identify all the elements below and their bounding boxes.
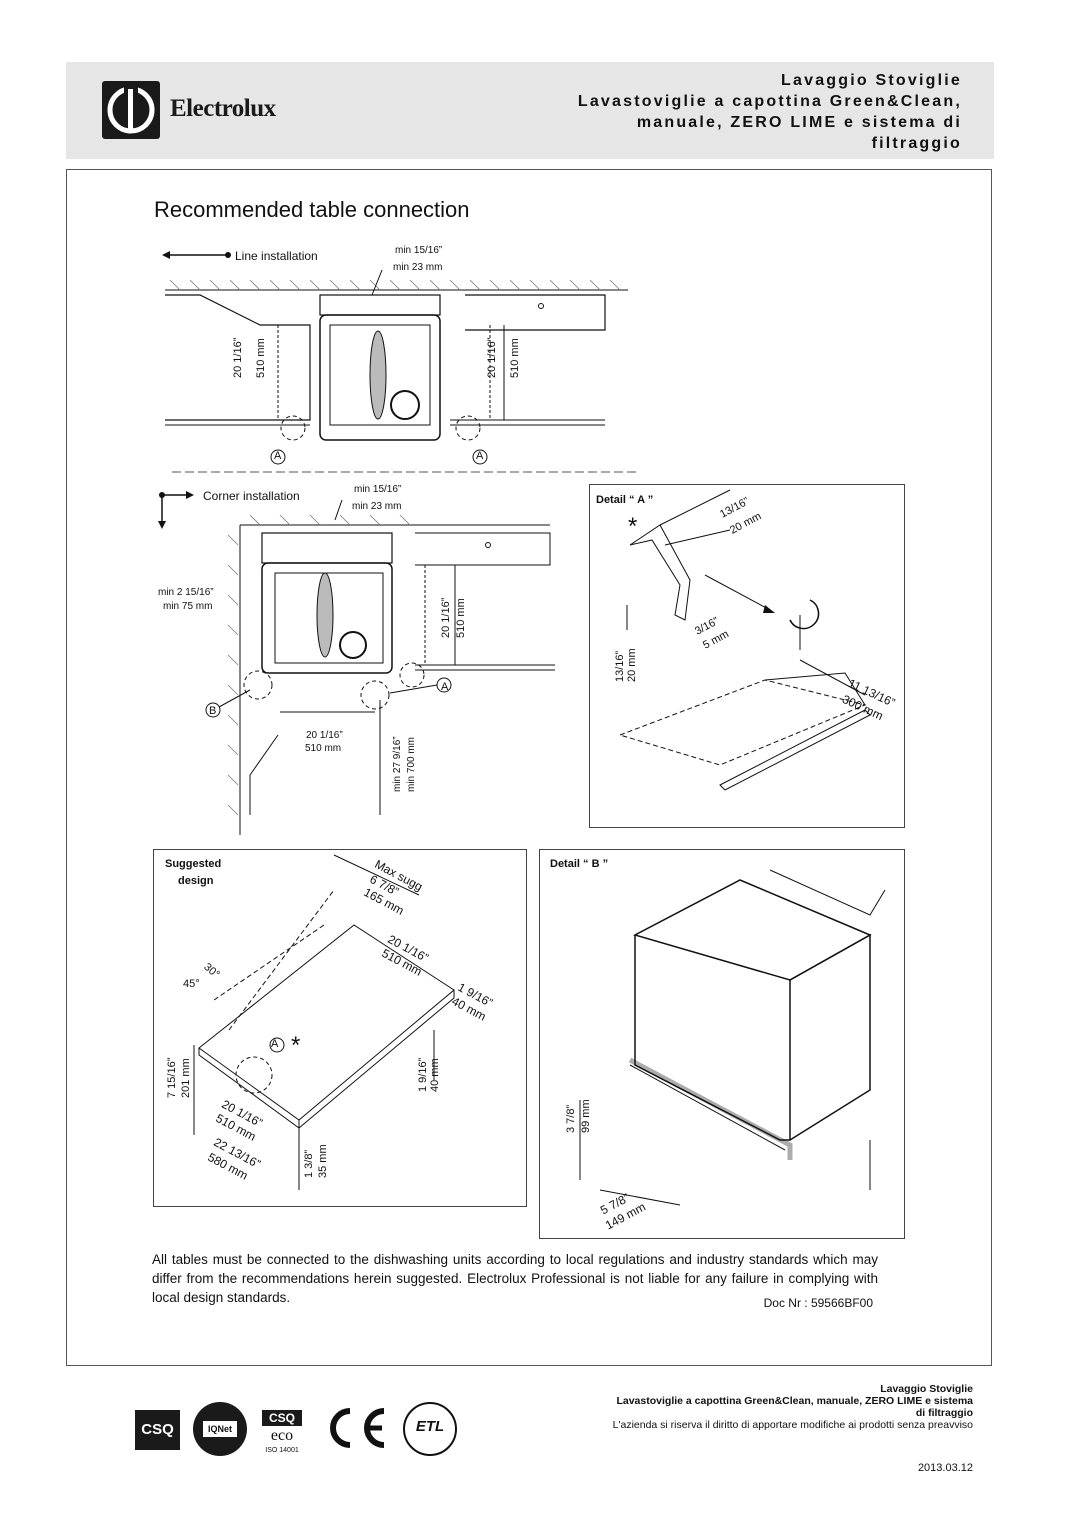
detail-b-h-in: 3 7/8” <box>565 1104 577 1133</box>
footer-date: 2013.03.12 <box>917 1462 973 1474</box>
footer-text: Lavaggio Stoviglie Lavastoviglie a capot… <box>373 1383 973 1431</box>
iso-label: ISO 14001 <box>265 1447 299 1454</box>
suggested-callout-a: A <box>271 1038 279 1050</box>
footer-line1: Lavaggio Stoviglie <box>880 1383 973 1395</box>
ce-mark-icon <box>320 1405 388 1451</box>
corner-tall-mm: min 700 mm <box>406 736 417 792</box>
etl-label: ETL <box>415 1418 445 1435</box>
title-line3: manuale, ZERO LIME e sistema di <box>636 114 962 131</box>
suggested-h-mm: 201 mm <box>180 1058 192 1098</box>
detail-a-d3-mm: 20 mm <box>626 648 638 682</box>
corner-bottom-in: 20 1/16” <box>306 730 343 741</box>
line-dim-in-right: 20 1/16” <box>486 337 498 378</box>
suggested-design-box <box>153 849 527 1207</box>
detail-a-d3-in: 13/16” <box>614 650 626 682</box>
corner-callout-b: B <box>209 705 217 717</box>
detail-a-asterisk: * <box>628 513 638 540</box>
corner-dim-in: 20 1/16” <box>440 597 452 638</box>
header-title: Lavaggio Stoviglie Lavastoviglie a capot… <box>342 70 962 154</box>
corner-side-mm: min 75 mm <box>163 601 213 612</box>
detail-b-h-mm: 99 mm <box>580 1099 592 1133</box>
electrolux-logo-icon <box>102 81 160 139</box>
line-install-label: Line installation <box>235 249 318 263</box>
suggested-v-in: 1 9/16” <box>417 1057 429 1092</box>
corner-min-mm: min 23 mm <box>352 501 402 512</box>
title-line4: filtraggio <box>871 135 962 152</box>
line-dim-mm-left: 510 mm <box>255 338 267 378</box>
suggested-small-mm: 35 mm <box>317 1144 329 1178</box>
iqnet-cert-icon: IQNet <box>193 1402 247 1456</box>
detail-a-box <box>589 484 905 828</box>
corner-bottom-mm: 510 mm <box>305 743 342 754</box>
detail-b-drawing <box>579 869 886 1206</box>
suggested-title2: design <box>178 875 214 887</box>
eco-label: eco <box>270 1427 294 1444</box>
suggested-angle1: 45° <box>183 978 200 990</box>
line-dim-mm-right: 510 mm <box>509 338 521 378</box>
etl-mark-icon: ETL <box>403 1402 457 1456</box>
detail-b-box <box>539 849 905 1239</box>
brand-name: Electrolux <box>170 95 276 122</box>
footer-line2: Lavastoviglie a capottina Green&Clean, m… <box>616 1395 973 1407</box>
content-frame <box>66 169 992 1366</box>
iqnet-label: IQNet <box>203 1421 237 1437</box>
corner-install-label: Corner installation <box>203 489 300 503</box>
header-band <box>66 62 994 159</box>
csq-eco-logo-icon: CSQ <box>262 1410 302 1426</box>
suggested-design-drawing <box>193 854 455 1190</box>
suggested-small-in: 1 3/8” <box>303 1149 315 1178</box>
footer-line3: di filtraggio <box>915 1407 973 1419</box>
suggested-v-mm: 40 mm <box>429 1058 441 1092</box>
suggested-h-in: 7 15/16” <box>166 1057 178 1098</box>
line-callout-a-right: A <box>476 450 484 462</box>
line-min-mm: min 23 mm <box>393 262 443 273</box>
corner-dim-mm: 510 mm <box>455 598 467 638</box>
csq-logo-icon: CSQ <box>135 1410 180 1450</box>
title-line1: Lavaggio Stoviglie <box>781 72 962 89</box>
line-min-in: min 15/16” <box>395 245 443 256</box>
corner-side-in: min 2 15/16” <box>158 587 214 598</box>
title-line2: Lavastoviglie a capottina Green&Clean, <box>577 93 962 110</box>
corner-min-in: min 15/16” <box>354 484 402 495</box>
disclaimer-text: All tables must be connected to the dish… <box>152 1252 878 1305</box>
section-title: Recommended table connection <box>154 197 470 222</box>
line-dim-in-left: 20 1/16” <box>232 337 244 378</box>
line-installation-drawing <box>162 251 640 473</box>
footer-line4: L'azienda si riserva il diritto di appor… <box>612 1419 973 1431</box>
line-callout-a-left: A <box>274 450 282 462</box>
suggested-asterisk: * <box>291 1032 301 1059</box>
detail-b-title: Detail “ B ” <box>550 858 609 870</box>
detail-a-drawing <box>618 489 871 791</box>
corner-tall-in: min 27 9/16” <box>392 736 403 792</box>
corner-installation-drawing <box>158 491 555 835</box>
doc-number: Doc Nr : 59566BF00 <box>763 1296 873 1310</box>
corner-callout-a: A <box>441 681 449 693</box>
detail-a-title: Detail “ A ” <box>596 494 654 506</box>
suggested-title1: Suggested <box>165 858 222 870</box>
